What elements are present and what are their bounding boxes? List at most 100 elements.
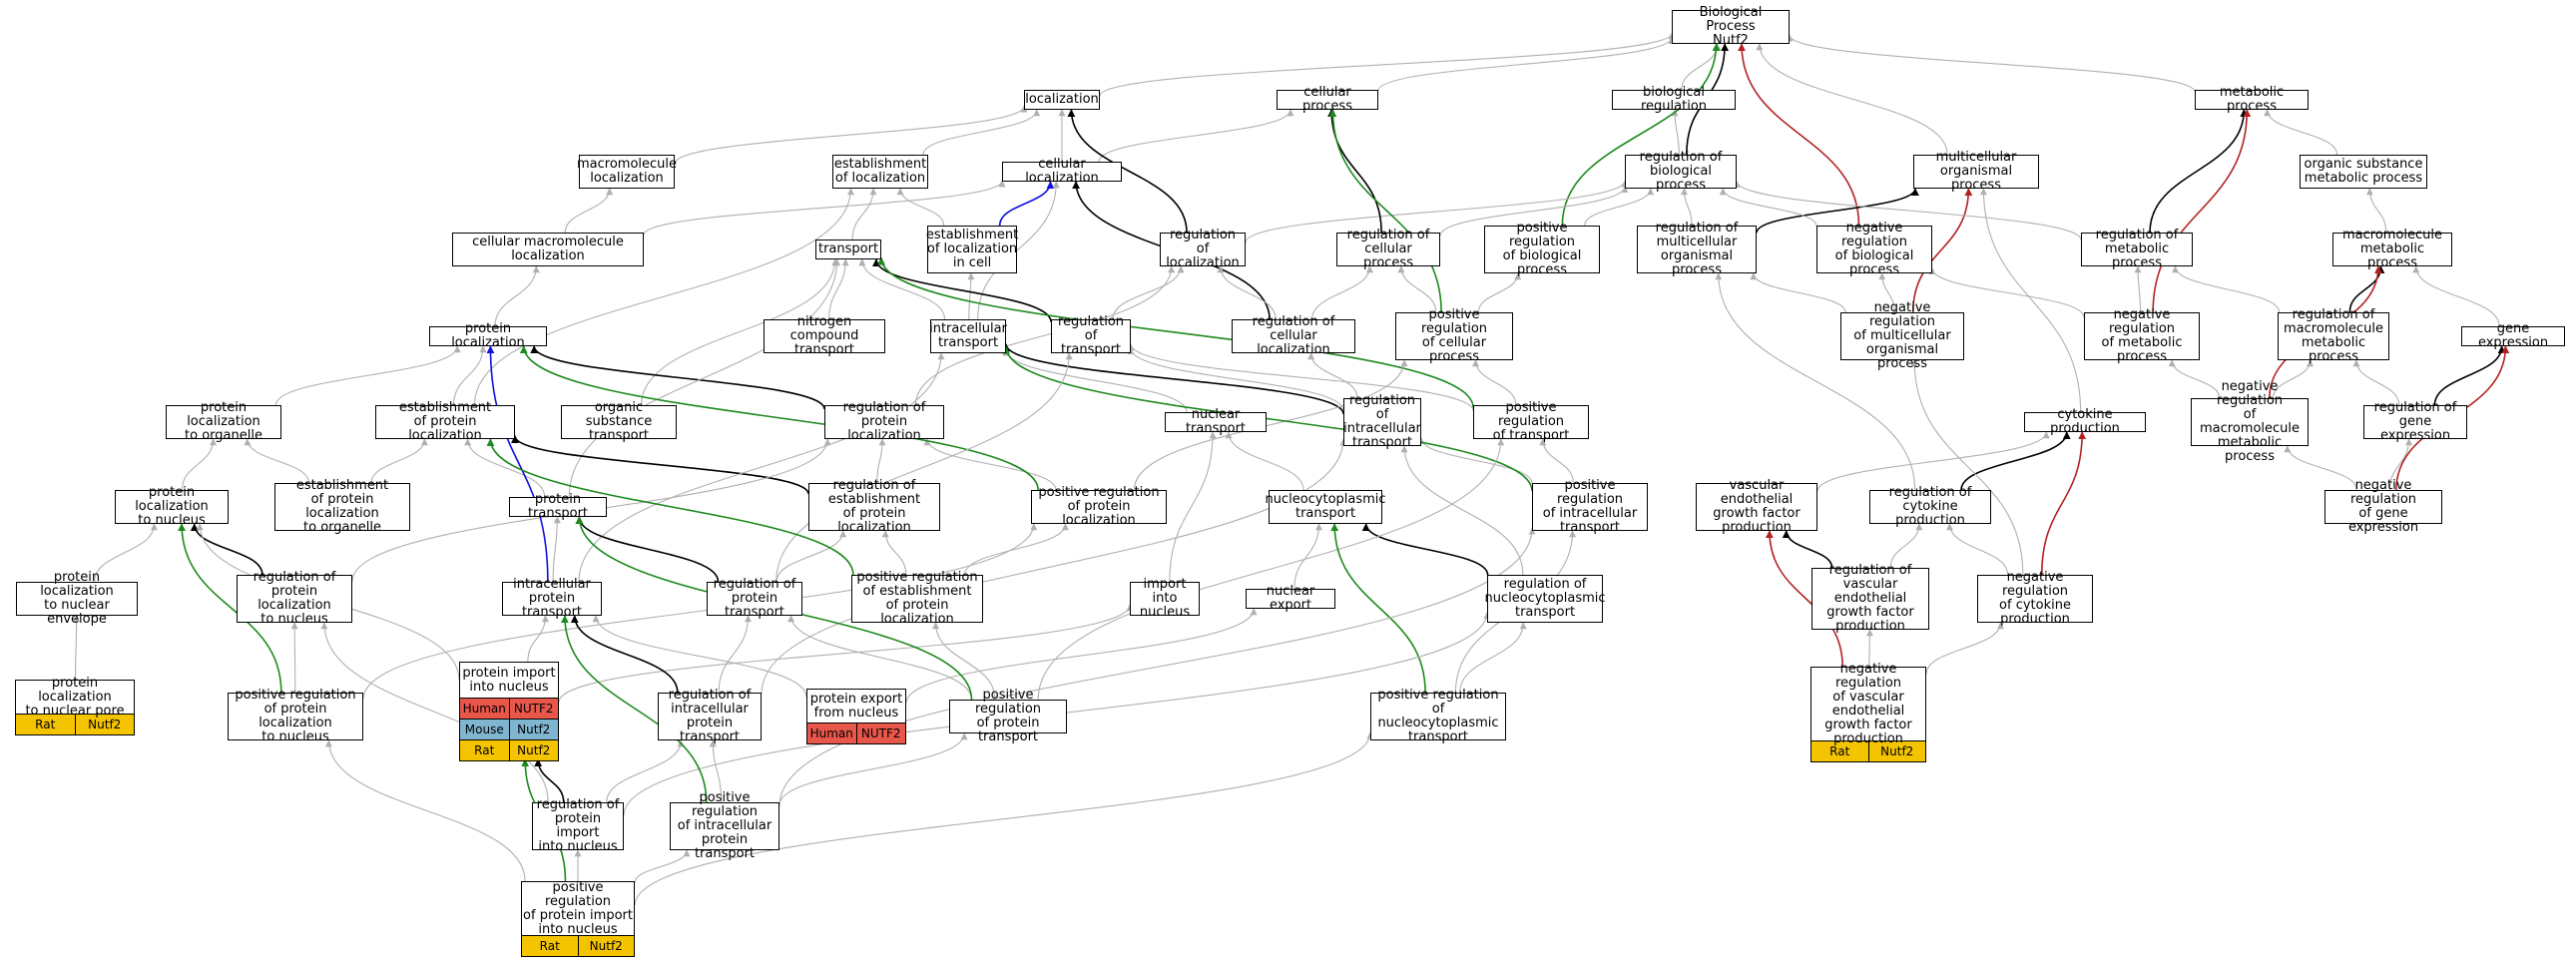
- gene-cell: Nutf2: [508, 740, 559, 760]
- go-term-metab[interactable]: metabolic process: [2195, 86, 2309, 114]
- go-term-protlocnuc[interactable]: protein localization to nucleus: [115, 486, 229, 528]
- go-term-bp[interactable]: Biological Process Nutf2: [1672, 6, 1790, 48]
- go-term-annotated-posregprotimport[interactable]: positive regulation of protein import in…: [521, 880, 635, 957]
- edge-regloc-to-loc: [1067, 109, 1188, 234]
- edge-cellproc-to-bp: [1377, 36, 1676, 91]
- go-term-nuctrans[interactable]: nuclear transport: [1165, 408, 1267, 436]
- go-term-loc[interactable]: localization: [1024, 90, 1100, 110]
- go-term-posregintraprottrans[interactable]: positive regulation of intracellular pro…: [670, 791, 779, 861]
- go-term-negregbio[interactable]: negative regulation of biological proces…: [1816, 222, 1932, 277]
- edge-posregestprotloc-to-regestprotloc: [881, 530, 907, 576]
- go-term-regintraprottrans[interactable]: regulation of intracellular protein tran…: [658, 689, 762, 744]
- go-term-estprotloc[interactable]: establishment of protein localization: [375, 401, 515, 443]
- go-term-protlocnucenv[interactable]: protein localization to nuclear envelope: [16, 571, 138, 627]
- go-term-multi[interactable]: multicellular organismal process: [1913, 151, 2039, 193]
- go-term-importnuc[interactable]: import into nucleus: [1130, 578, 1200, 620]
- go-term-posregprotloc[interactable]: positive regulation of protein localizat…: [1031, 486, 1167, 528]
- go-term-posregprotlocnuc[interactable]: positive regulation of protein localizat…: [228, 689, 363, 744]
- go-term-cellmacroloc[interactable]: cellular macromolecule localization: [452, 233, 644, 266]
- go-term-macrometab[interactable]: macromolecule metabolic process: [2332, 229, 2452, 270]
- go-term-posregestprotloc[interactable]: positive regulation of establishment of …: [851, 571, 983, 627]
- edge-orgsub-to-metab: [2264, 109, 2338, 156]
- edge-intraprottrans-to-intratrans: [578, 352, 945, 583]
- go-term-bioreg[interactable]: biological regulation: [1612, 86, 1736, 114]
- go-term-orgsub[interactable]: organic substance metabolic process: [2300, 155, 2427, 189]
- go-term-negregmetab[interactable]: negative regulation of metabolic process: [2084, 308, 2200, 364]
- edge-regprottrans-to-regtransport: [775, 352, 1073, 583]
- edge-posregcell-to-posregbio: [1477, 272, 1522, 313]
- gene-cell: Nutf2: [508, 720, 559, 739]
- go-term-vegfprod[interactable]: vascular endothelial growth factor produ…: [1696, 479, 1817, 535]
- go-term-regcellproc[interactable]: regulation of cellular process: [1336, 229, 1440, 270]
- go-term-regcellloc[interactable]: regulation of cellular localization: [1232, 315, 1355, 357]
- go-term-nucexport[interactable]: nuclear export: [1246, 585, 1335, 613]
- go-term-intraprottrans[interactable]: intracellular protein transport: [502, 578, 602, 620]
- go-term-posregnucytrans[interactable]: positive regulation of nucleocytoplasmic…: [1370, 689, 1506, 744]
- edge-negregcyto-to-regcytoprod: [1945, 523, 2009, 576]
- go-term-regnucytrans[interactable]: regulation of nucleocytoplasmic transpor…: [1484, 575, 1606, 623]
- go-term-regmacrometab[interactable]: regulation of macromolecule metabolic pr…: [2278, 308, 2389, 364]
- edge-negreggeneexp-to-negregmacro: [2284, 445, 2357, 491]
- edge-protlocnucpore-to-protlocnucenv: [73, 615, 81, 681]
- go-term-nucytrans[interactable]: nucleocytoplasmic transport: [1265, 490, 1386, 524]
- go-term-regbio[interactable]: regulation of biological process: [1625, 151, 1737, 193]
- edge-negregmetab-to-negregbio: [1928, 267, 2085, 318]
- go-term-negregmulti[interactable]: negative regulation of multicellular org…: [1840, 301, 1964, 371]
- go-term-regtransport[interactable]: regulation of transport: [1051, 315, 1131, 357]
- go-term-cytoprod[interactable]: cytokine production: [2024, 408, 2146, 436]
- go-term-geneexp[interactable]: gene expression: [2461, 322, 2565, 350]
- go-term-estprotlocorg[interactable]: establishment of protein localization to…: [274, 479, 410, 535]
- edge-estloc-to-loc: [922, 109, 1041, 156]
- go-term-reggeneexp[interactable]: regulation of gene expression: [2363, 401, 2467, 443]
- edge-regmulti-to-regbio: [1680, 188, 1693, 227]
- go-term-intratrans[interactable]: intracellular transport: [929, 319, 1007, 353]
- go-term-posregtransport[interactable]: positive regulation of transport: [1473, 401, 1589, 443]
- edge-negregbio-to-regbio: [1719, 188, 1817, 227]
- edge-negreggeneexp-to-reggeneexp: [2388, 438, 2413, 491]
- go-term-nitro[interactable]: nitrogen compound transport: [764, 315, 885, 357]
- go-term-negregmacro[interactable]: negative regulation of macromolecule met…: [2191, 380, 2309, 464]
- edge-posregtransport-to-transport: [877, 256, 1474, 408]
- go-term-negreggeneexp[interactable]: negative regulation of gene expression: [2324, 479, 2442, 535]
- go-term-estlocincell[interactable]: establishment of localization in cell: [926, 226, 1018, 273]
- go-term-posregcell[interactable]: positive regulation of cellular process: [1395, 308, 1513, 364]
- edge-protloc-to-cellmacroloc: [494, 265, 540, 327]
- edge-regintratrans-to-intratrans: [1002, 343, 1344, 415]
- go-term-regprotlocnuc[interactable]: regulation of protein localization to nu…: [237, 571, 352, 627]
- go-term-posregintratrans[interactable]: positive regulation of intracellular tra…: [1532, 479, 1648, 535]
- go-term-cellloc[interactable]: cellular localization: [1002, 158, 1122, 186]
- edge-posregprotimport-to-posregnucytrans: [634, 731, 1374, 906]
- go-term-estloc[interactable]: establishment of localization: [832, 155, 928, 189]
- go-term-orgsubtrans[interactable]: organic substance transport: [561, 401, 677, 443]
- go-term-protloc[interactable]: protein localization: [429, 322, 547, 350]
- edge-regcellloc-to-regloc: [1217, 265, 1277, 320]
- go-term-protlocorg[interactable]: protein localization to organelle: [166, 401, 281, 443]
- go-term-transport[interactable]: transport: [815, 240, 881, 259]
- edge-intratrans-to-transport: [858, 258, 946, 320]
- go-term-regprottrans[interactable]: regulation of protein transport: [707, 578, 802, 620]
- go-term-regestprotloc[interactable]: regulation of establishment of protein l…: [808, 479, 940, 535]
- go-term-posregbio[interactable]: positive regulation of biological proces…: [1484, 222, 1600, 277]
- edge-posregnucytrans-to-regnucytrans: [1459, 622, 1527, 694]
- edge-reggeneexp-to-regmacrometab: [2352, 359, 2400, 406]
- go-term-regintratrans[interactable]: regulation of intracellular transport: [1343, 393, 1421, 450]
- edge-negregcyto-to-negregmulti: [1910, 359, 2024, 576]
- go-term-regprotloc[interactable]: regulation of protein localization: [824, 401, 944, 443]
- go-term-regmetab[interactable]: regulation of metabolic process: [2081, 229, 2193, 270]
- go-term-prottrans[interactable]: protein transport: [509, 493, 607, 521]
- go-term-negregcyto[interactable]: negative regulation of cytokine producti…: [1977, 571, 2093, 627]
- go-term-regvegf[interactable]: regulation of vascular endothelial growt…: [1811, 564, 1929, 634]
- go-term-annotated-negregvegf[interactable]: negative regulation of vascular endothel…: [1810, 662, 1926, 762]
- go-term-cellproc[interactable]: cellular process: [1277, 86, 1378, 114]
- go-term-regprotimport[interactable]: regulation of protein import into nucleu…: [532, 798, 624, 854]
- go-term-regcytoprod[interactable]: regulation of cytokine production: [1869, 486, 1991, 528]
- go-term-regloc[interactable]: regulation of localization: [1160, 229, 1246, 270]
- go-term-regmulti[interactable]: regulation of multicellular organismal p…: [1637, 222, 1757, 277]
- go-term-posregprottrans[interactable]: positive regulation of protein transport: [949, 689, 1067, 744]
- go-term-macroloc[interactable]: macromolecule localization: [577, 155, 677, 189]
